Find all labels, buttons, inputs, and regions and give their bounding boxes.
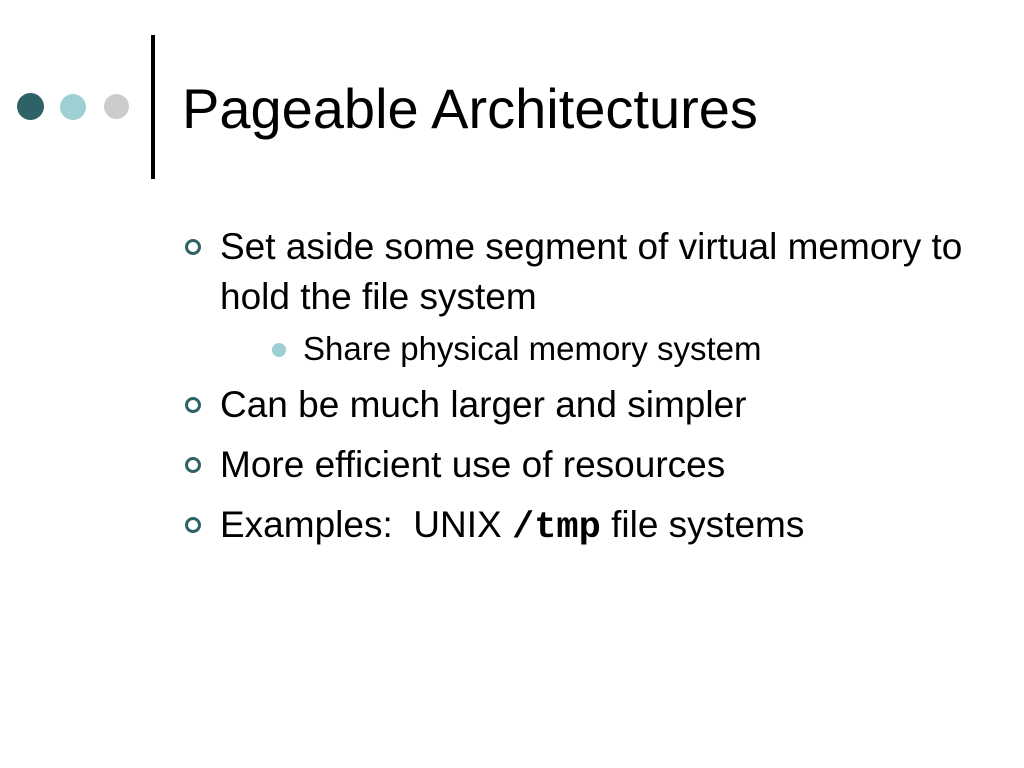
bullet-text: More efficient use of resources: [220, 444, 726, 485]
bullet-text: Set aside some segment of virtual memory…: [220, 226, 963, 317]
bullet-list: Set aside some segment of virtual memory…: [182, 222, 982, 563]
title-divider: [151, 35, 155, 179]
ring-bullet-icon: [185, 397, 201, 413]
decor-dot-dark-icon: [17, 93, 44, 120]
ring-bullet-icon: [185, 517, 201, 533]
code-path: /tmp: [511, 507, 601, 549]
bullet-text-before: Examples: UNIX: [220, 504, 512, 545]
bullet-item-1: Set aside some segment of virtual memory…: [182, 222, 982, 370]
ring-bullet-icon: [185, 457, 201, 473]
sub-bullet-item-1: Share physical memory system: [266, 328, 982, 370]
sub-bullet-text: Share physical memory system: [303, 330, 762, 367]
slide-title: Pageable Architectures: [182, 77, 758, 140]
bullet-item-2: Can be much larger and simpler: [182, 380, 982, 430]
decor-dot-teal-icon: [60, 94, 86, 120]
dot-bullet-icon: [272, 343, 286, 357]
decor-dot-gray-icon: [104, 94, 129, 119]
bullet-item-3: More efficient use of resources: [182, 440, 982, 490]
bullet-item-4: Examples: UNIX /tmp file systems: [182, 500, 982, 553]
bullet-text-after: file systems: [600, 504, 805, 545]
ring-bullet-icon: [185, 239, 201, 255]
bullet-text: Can be much larger and simpler: [220, 384, 747, 425]
